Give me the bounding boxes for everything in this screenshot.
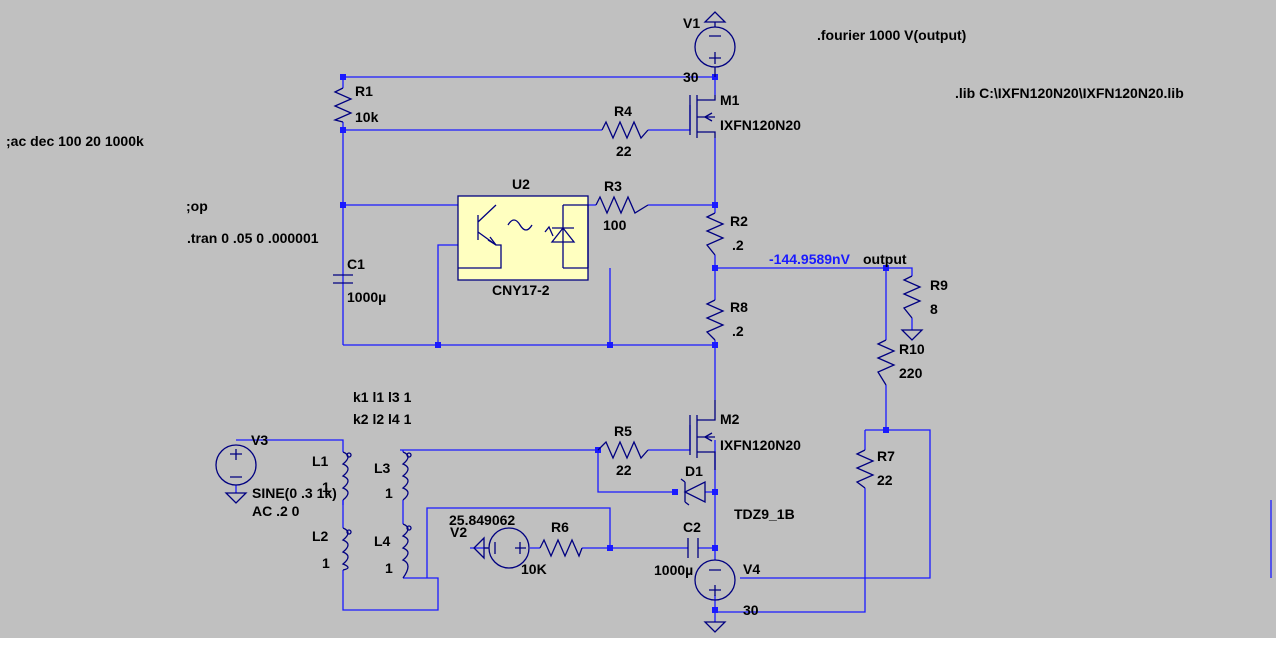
r7-name: R7 (877, 448, 895, 464)
v2-value: 25.849062 (449, 512, 515, 528)
r5-name: R5 (614, 423, 632, 439)
voltage-source-v4[interactable] (694, 559, 736, 633)
lib-directive[interactable]: .lib C:\IXFN120N20\IXFN120N20.lib (955, 85, 1184, 101)
resistor-r8[interactable] (705, 299, 725, 341)
inductor-l2[interactable] (341, 527, 352, 571)
voltage-source-v3[interactable] (215, 444, 257, 504)
r7-value: 22 (877, 472, 893, 488)
resistor-r3[interactable] (595, 195, 649, 215)
voltage-source-v2[interactable] (473, 527, 530, 569)
resistor-r9[interactable] (900, 275, 924, 341)
r1-value: 10k (355, 109, 379, 125)
junctions (340, 74, 889, 613)
l1-value: 1 (322, 479, 330, 495)
l3-name: L3 (374, 460, 391, 476)
r3-value: 100 (603, 217, 627, 233)
r6-value: 10K (521, 561, 547, 577)
v3-value: SINE(0 .3 1k) (252, 485, 337, 501)
v3-name: V3 (251, 432, 268, 448)
c2-value: 1000µ (654, 562, 693, 578)
resistor-r5[interactable] (597, 440, 649, 460)
resistor-r1[interactable] (332, 87, 353, 123)
output-voltage-readout: -144.9589nV (769, 251, 851, 267)
d1-value: TDZ9_1B (734, 506, 795, 522)
v4-value: 30 (743, 602, 759, 618)
r8-value: .2 (732, 323, 744, 339)
coupling-k2-directive[interactable]: k2 l2 l4 1 (353, 411, 412, 427)
resistor-r7[interactable] (855, 449, 875, 489)
v2-name: V2 (450, 524, 467, 540)
l4-name: L4 (374, 533, 391, 549)
ac-directive[interactable]: ;ac dec 100 20 1000k (6, 133, 144, 149)
v3-ac: AC .2 0 (252, 503, 300, 519)
r9-name: R9 (930, 277, 948, 293)
coupling-k1-directive[interactable]: k1 l1 l3 1 (353, 389, 412, 405)
r8-name: R8 (730, 299, 748, 315)
l2-name: L2 (312, 528, 329, 544)
resistor-r10[interactable] (876, 339, 896, 386)
wires (235, 76, 931, 622)
c2-name: C2 (683, 519, 701, 535)
optocoupler-u2[interactable] (457, 195, 589, 281)
r5-value: 22 (616, 462, 632, 478)
mosfet-m1[interactable] (689, 95, 716, 138)
v1-name: V1 (683, 15, 700, 31)
tran-directive[interactable]: .tran 0 .05 0 .000001 (187, 230, 319, 246)
capacitor-c2[interactable] (687, 538, 699, 558)
r9-value: 8 (930, 301, 938, 317)
zener-diode-d1[interactable] (680, 478, 706, 506)
m2-name: M2 (720, 411, 740, 427)
fourier-directive[interactable]: .fourier 1000 V(output) (817, 27, 966, 43)
inductor-l1[interactable] (341, 451, 352, 501)
capacitor-c1[interactable] (333, 274, 353, 284)
r3-name: R3 (604, 178, 622, 194)
v4-name: V4 (743, 561, 760, 577)
m1-value: IXFN120N20 (720, 117, 801, 133)
c1-value: 1000µ (347, 289, 386, 305)
l1-name: L1 (312, 453, 329, 469)
u2-value: CNY17-2 (492, 282, 550, 298)
l3-value: 1 (385, 485, 393, 501)
m2-value: IXFN120N20 (720, 437, 801, 453)
mosfet-m2[interactable] (689, 400, 716, 470)
u2-name: U2 (512, 176, 530, 192)
c1-name: C1 (347, 256, 365, 272)
voltage-source-v1[interactable] (694, 11, 736, 77)
r6-name: R6 (551, 519, 569, 535)
l2-value: 1 (322, 555, 330, 571)
r10-value: 220 (899, 365, 923, 381)
r2-name: R2 (730, 213, 748, 229)
l4-value: 1 (385, 560, 393, 576)
bottom-strip (0, 638, 1276, 652)
resistor-r2[interactable] (705, 212, 725, 256)
inductor-l3[interactable] (401, 451, 412, 501)
r2-value: .2 (732, 237, 744, 253)
resistor-r4[interactable] (601, 120, 649, 140)
r1-name: R1 (355, 83, 373, 99)
v1-value: 30 (683, 69, 699, 85)
m1-name: M1 (720, 92, 740, 108)
r4-value: 22 (616, 143, 632, 159)
inductor-l4[interactable] (401, 523, 412, 579)
r4-name: R4 (614, 103, 632, 119)
d1-name: D1 (685, 463, 703, 479)
resistor-r6[interactable] (539, 538, 583, 558)
op-directive[interactable]: ;op (186, 198, 208, 214)
output-net-label: output (863, 251, 907, 267)
r10-name: R10 (899, 341, 925, 357)
